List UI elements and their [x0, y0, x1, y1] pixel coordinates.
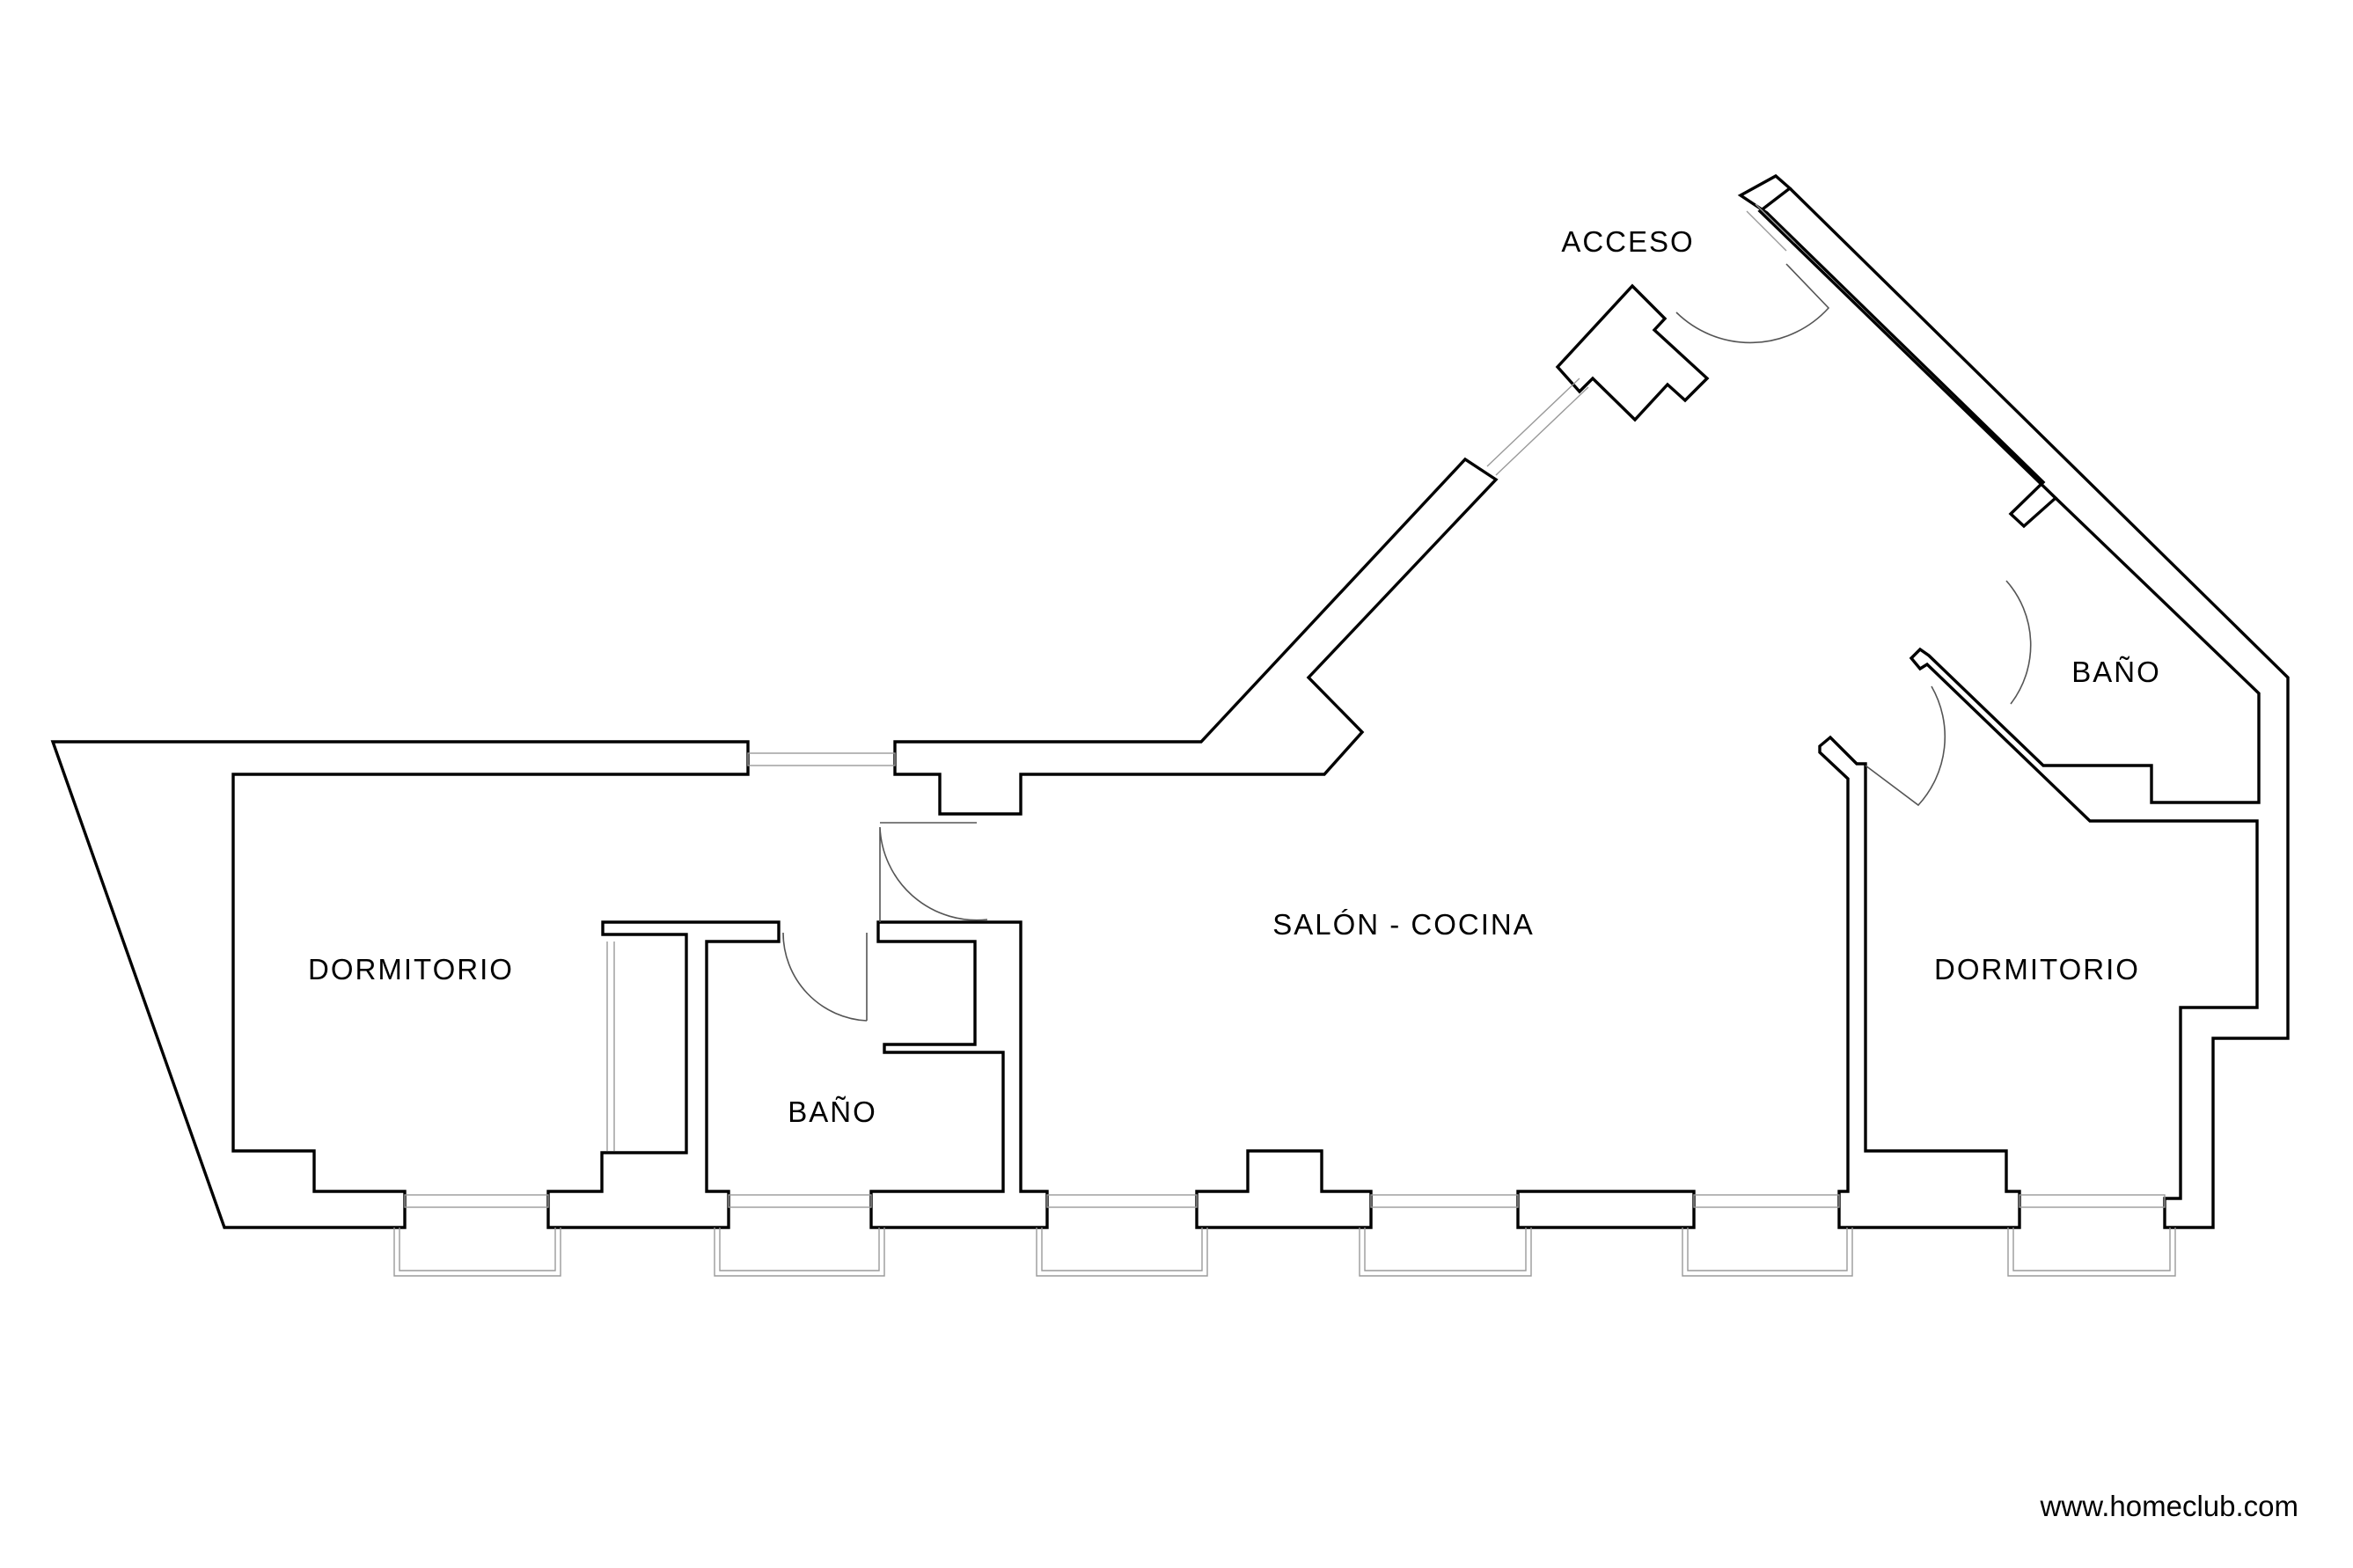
windows-bottom: [393, 203, 2176, 1277]
room-label-salon-cocina: SALÓN - COCINA: [1272, 908, 1535, 941]
wall-bano-left: [869, 920, 1049, 1229]
room-label-dormitorio-right: DORMITORIO: [1934, 953, 2140, 985]
room-label-bano-left: BAÑO: [788, 1095, 877, 1128]
wall-right-exterior: [1788, 187, 2290, 1229]
wall-acceso-pillar: [1555, 283, 1710, 422]
website-link[interactable]: www.homeclub.com: [2040, 1490, 2298, 1522]
wall-right-dormitorio: [1818, 735, 2021, 1229]
wall-bottom-2: [1516, 1190, 1696, 1229]
wall-bedroom-left-right: [546, 920, 781, 1229]
wall-top-central: [893, 457, 1499, 816]
room-label-acceso: ACCESO: [1561, 225, 1695, 258]
room-label-bano-right: BAÑO: [2071, 656, 2161, 688]
room-label-dormitorio-left: DORMITORIO: [308, 953, 514, 985]
wall-bottom-1: [1195, 1149, 1373, 1229]
doors: [782, 263, 2032, 1022]
wall-right-diagonal: [1737, 173, 2058, 529]
